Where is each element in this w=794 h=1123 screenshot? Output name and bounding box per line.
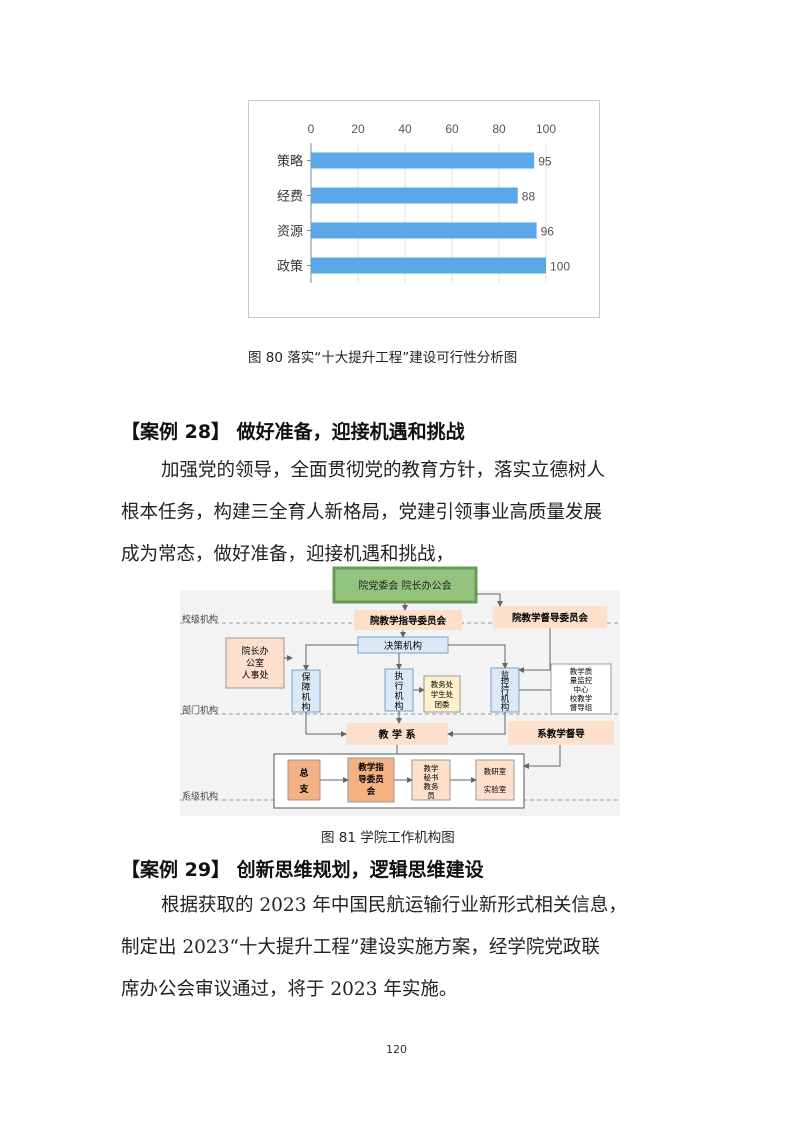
- bar-chart-svg: 0 20 40 60 80 100 策略 95 经费 88 资源 96 政策 100: [277, 122, 570, 283]
- vertical-char: 行: [394, 680, 403, 692]
- branch-char: 总: [299, 767, 308, 779]
- feasibility-bar-chart: 0 20 40 60 80 100 策略 95 经费 88 资源 96 政策 100: [248, 100, 600, 318]
- category-label: 资源: [277, 225, 303, 240]
- value-label: 96: [541, 225, 555, 239]
- vertical-char: 机: [394, 690, 403, 702]
- vertical-char: 机: [501, 694, 510, 705]
- affairs-text: 团委: [435, 699, 450, 709]
- case-29-paragraph: 根据获取的 2023 年中国民航运输行业新形式相关信息， 制定出 2023“十大…: [121, 885, 681, 1011]
- research-text: 教研室: [484, 766, 507, 776]
- vertical-char: 监: [501, 670, 510, 681]
- connector-lines: [284, 593, 561, 783]
- teaching-secretary-box: 教学 秘书 教务 员: [411, 759, 451, 801]
- level-label: 系级机构: [182, 790, 218, 802]
- bar: [311, 187, 518, 204]
- decision-box: 决策机构: [357, 636, 449, 654]
- level-label: 部门机构: [182, 704, 218, 716]
- committee-text: 教学指: [357, 762, 384, 773]
- party-committee-box: 院党委会 院长办公会: [332, 566, 478, 604]
- case-28-paragraph: 加强党的领导，全面贯彻党的教育方针，落实立德树人 根本任务，构建三全育人新格局，…: [121, 450, 681, 576]
- center-text: 校教学: [570, 693, 593, 703]
- president-office-box: 院长办 公室 人事处: [225, 637, 285, 689]
- value-label: 100: [550, 260, 570, 274]
- dept-supervision-label: 系教学督导: [537, 728, 585, 740]
- x-tick-label: 0: [308, 122, 315, 136]
- committee-text: 会: [366, 786, 376, 797]
- office-text: 公室: [246, 657, 264, 669]
- vertical-char: 构: [501, 702, 510, 713]
- vertical-char: 障: [301, 681, 310, 693]
- research-lab-box: 教研室 实验室: [475, 759, 515, 801]
- teaching-committee-box: 教学指 导委员 会: [347, 757, 395, 803]
- paragraph-line: 根本任务，构建三全育人新格局，党建引领事业高质量发展: [121, 502, 603, 523]
- vertical-char: 构: [301, 701, 310, 713]
- figure-80-caption: 图 80 落实“十大提升工程”建设可行性分析图: [248, 350, 518, 366]
- quality-center-box: 教学质 量监控 中心 校教学 督导组: [550, 663, 612, 715]
- teaching-guidance-committee: 院教学指导委员会: [354, 610, 462, 630]
- figure-81-caption: 图 81 学院工作机构图: [321, 830, 455, 846]
- bar: [311, 222, 537, 239]
- center-text: 量监控: [570, 675, 593, 685]
- vertical-char: 执: [394, 670, 403, 682]
- affairs-text: 学生处: [431, 689, 454, 699]
- x-tick-label: 100: [536, 122, 556, 136]
- vertical-char: 机: [301, 691, 310, 703]
- party-branch-box: 总 支: [287, 759, 321, 801]
- value-label: 95: [538, 155, 552, 169]
- paragraph-line: 席办公会审议通过，将于 2023 年实施。: [121, 979, 458, 1000]
- monitor-organ-box: 监 控 行 机 构: [490, 667, 520, 713]
- bar: [311, 152, 535, 169]
- decision-label: 决策机构: [384, 640, 422, 652]
- committee-left-label: 院教学指导委员会: [370, 615, 447, 627]
- category-label: 经费: [277, 190, 303, 205]
- secretary-text: 员: [427, 791, 435, 800]
- teaching-supervision-committee: 院教学督导委员会: [493, 606, 607, 628]
- committee-text: 导委员: [358, 774, 384, 785]
- top-box-label: 院党委会 院长办公会: [358, 579, 451, 592]
- case-29-heading: 【案例 29】 创新思维规划，逻辑思维建设: [121, 859, 484, 881]
- teaching-dept-label: 教 学 系: [378, 728, 416, 741]
- secretary-text: 秘书: [424, 772, 439, 782]
- teaching-department-box: 教 学 系: [346, 723, 448, 745]
- paragraph-line: 成为常态，做好准备，迎接机遇和挑战，: [121, 544, 455, 565]
- center-text: 教学质: [570, 666, 593, 676]
- bar: [311, 257, 546, 274]
- office-text: 院长办: [241, 645, 268, 657]
- center-text: 督导组: [570, 702, 593, 712]
- category-label: 策略: [277, 154, 303, 170]
- center-text: 中心: [574, 684, 589, 694]
- paragraph-line: 加强党的领导，全面贯彻党的教育方针，落实立德树人: [161, 460, 606, 481]
- vertical-char: 控: [501, 678, 510, 689]
- secretary-text: 教学: [424, 763, 439, 773]
- paragraph-line: 根据获取的 2023 年中国民航运输行业新形式相关信息，: [161, 895, 627, 916]
- vertical-char: 构: [394, 700, 403, 712]
- x-tick-label: 60: [445, 122, 459, 136]
- page-number: 120: [386, 1043, 407, 1056]
- paragraph-line: 制定出 2023“十大提升工程”建设实施方案，经学院党政联: [121, 937, 600, 958]
- committee-right-label: 院教学督导委员会: [512, 612, 589, 624]
- x-tick-label: 80: [492, 122, 506, 136]
- category-label: 政策: [277, 259, 303, 275]
- x-tick-label: 20: [351, 122, 365, 136]
- support-organ-box: 保 障 机 构: [291, 669, 321, 713]
- case-28-heading: 【案例 28】 做好准备，迎接机遇和挑战: [121, 421, 465, 443]
- vertical-char: 行: [501, 686, 510, 697]
- level-label: 校级机构: [182, 613, 218, 625]
- affairs-text: 教务处: [431, 679, 454, 689]
- execution-organ-box: 执 行 机 构: [384, 668, 414, 712]
- branch-char: 支: [298, 783, 309, 795]
- office-text: 人事处: [241, 669, 268, 681]
- college-organization-diagram: 校级机构 部门机构 系级机构 院党委会 院长办公会 院教学指导委员会 院教学督导…: [180, 566, 620, 816]
- value-label: 88: [522, 190, 536, 204]
- department-supervision-box: 系教学督导: [508, 721, 614, 745]
- research-text: 实验室: [484, 784, 507, 794]
- academic-affairs-box: 教务处 学生处 团委: [423, 675, 461, 713]
- secretary-text: 教务: [424, 781, 439, 791]
- x-tick-label: 40: [398, 122, 412, 136]
- vertical-char: 保: [301, 671, 310, 683]
